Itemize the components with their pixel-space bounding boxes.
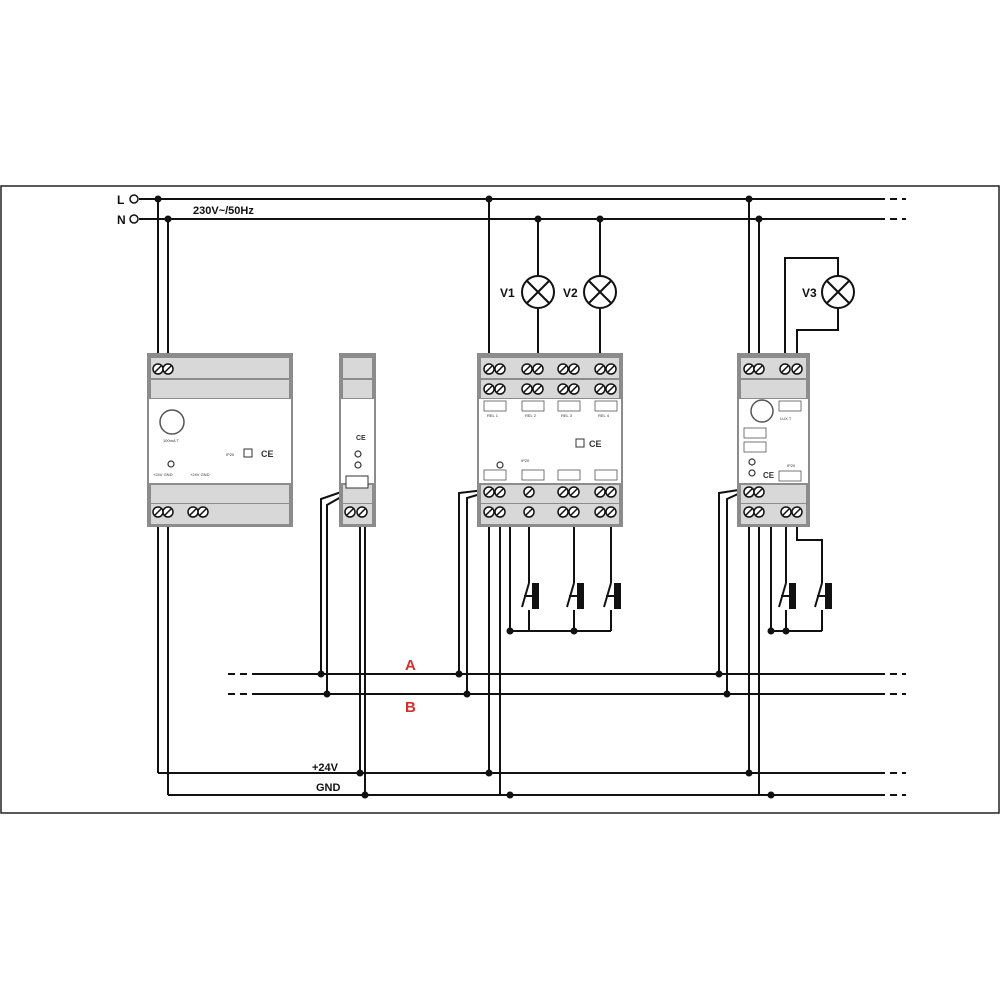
- voltage-label: 230V~/50Hz: [193, 205, 254, 217]
- dimmer-ip-label: IP20: [787, 463, 796, 468]
- relay-ip-label: IP20: [521, 458, 530, 463]
- dimmer-led-2: [748, 469, 756, 477]
- psu-potentiometer: [159, 409, 185, 435]
- psu-ce-mark: CE: [261, 449, 274, 459]
- lamp-v1-label: V1: [500, 286, 515, 300]
- bus-lines: [158, 673, 906, 796]
- plus24-label: +24V: [312, 762, 339, 774]
- dimmer-module: LUX T CE IP20: [737, 353, 810, 527]
- relay-ce-mark: CE: [589, 439, 602, 449]
- dimmer-led-1: [748, 458, 756, 466]
- push-button-3: [603, 582, 621, 609]
- relay-label-2: REL 2: [525, 413, 537, 418]
- lamp-v3-label: V3: [802, 286, 817, 300]
- psu-ip-label: IP20: [226, 452, 235, 457]
- n-terminal: [129, 214, 139, 224]
- relay-square-icon: [575, 438, 585, 448]
- bus-module-terminals: [344, 506, 368, 518]
- bus-module-led-2: [354, 461, 362, 469]
- dimmer-input-block: [743, 427, 767, 439]
- psu-pot-label: 100mA T: [163, 438, 179, 443]
- junction-dots: [154, 195, 790, 799]
- relay-module: REL 1 REL 2 REL 3 REL 4 CE IP20: [477, 353, 623, 527]
- relay-led: [496, 461, 504, 469]
- bus-module-led-1: [354, 450, 362, 458]
- dimmer-bottom-terminals: [743, 486, 803, 518]
- dimmer-connector: [778, 400, 802, 412]
- relay-label-3: REL 3: [561, 413, 573, 418]
- psu-out-label-b: +24V GND: [190, 472, 210, 477]
- push-button-2: [566, 582, 584, 609]
- relay-channel-blocks: [483, 400, 618, 412]
- push-buttons: [521, 582, 832, 609]
- relay-label-4: REL 4: [598, 413, 610, 418]
- bus-module-connector: [345, 475, 369, 489]
- power-supply-module: 100mA T IP20 CE +24V GND +24V GND: [147, 353, 293, 527]
- psu-bottom-terminals: [152, 506, 209, 518]
- dimmer-input-block-2: [743, 441, 767, 453]
- dimmer-output-block: [778, 470, 802, 482]
- gnd-label: GND: [316, 782, 341, 794]
- psu-led: [167, 460, 175, 468]
- lamp-v3: [821, 275, 855, 309]
- dimmer-ce-mark: CE: [763, 471, 775, 480]
- push-button-5: [814, 582, 832, 609]
- lamp-v2: [583, 275, 617, 309]
- psu-out-label-a: +24V GND: [153, 472, 173, 477]
- dimmer-pot-label: LUX T: [780, 416, 792, 421]
- bus-a-label: A: [405, 657, 416, 674]
- n-label: N: [117, 213, 126, 227]
- relay-top-terminals: [483, 363, 617, 395]
- supply-lines: [139, 198, 906, 220]
- relay-label-1: REL 1: [487, 413, 499, 418]
- diagram-frame: [0, 185, 1000, 814]
- bus-interface-module: CE: [339, 353, 376, 527]
- l-label: L: [117, 193, 124, 207]
- push-button-4: [778, 582, 796, 609]
- dimmer-potentiometer: [750, 399, 774, 423]
- relay-bottom-terminals: [483, 486, 617, 518]
- psu-square-icon: [243, 448, 253, 458]
- lamp-v2-label: V2: [563, 286, 578, 300]
- bus-b-label: B: [405, 699, 416, 716]
- lamp-v1: [521, 275, 555, 309]
- push-button-1: [521, 582, 539, 609]
- relay-input-blocks: [483, 469, 618, 481]
- l-terminal: [129, 194, 139, 204]
- psu-top-terminals: [152, 363, 174, 375]
- bus-module-ce: CE: [356, 435, 366, 442]
- dimmer-top-terminals: [743, 363, 803, 375]
